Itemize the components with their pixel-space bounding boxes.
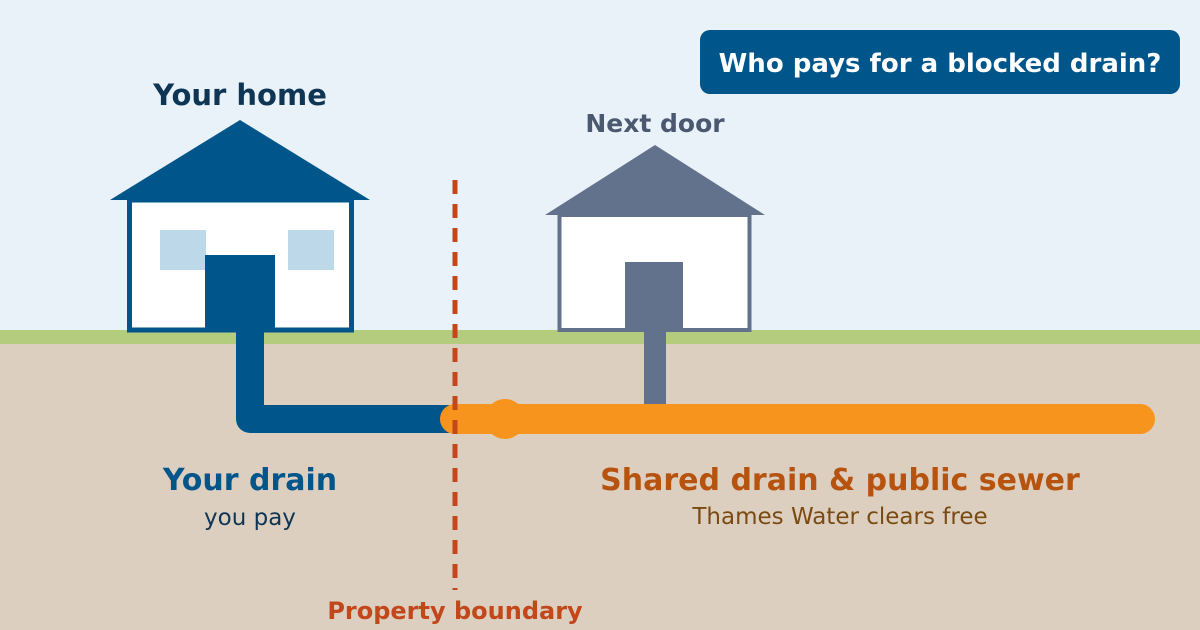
ground — [0, 344, 1200, 630]
shared-drain-junction — [485, 399, 525, 439]
shared-zone-title: Shared drain & public sewer — [600, 463, 1080, 498]
your-home: Your home — [110, 78, 370, 333]
neighbour-home-roof — [545, 145, 765, 215]
your-home-window-left — [160, 230, 206, 270]
title-badge: Who pays for a blocked drain? — [700, 30, 1180, 94]
neighbour-home: Next door — [545, 109, 765, 332]
your-home-roof — [110, 120, 370, 200]
shared-zone-subtitle: Thames Water clears free — [691, 504, 987, 530]
neighbour-home-label: Next door — [585, 109, 725, 138]
your-home-door — [205, 255, 275, 331]
grass-strip — [0, 330, 1200, 344]
private-zone-subtitle: you pay — [204, 505, 296, 531]
neighbour-home-door — [625, 262, 683, 331]
neighbour-drain-pipe — [644, 331, 666, 411]
your-home-label: Your home — [152, 78, 327, 112]
your-home-window-right — [288, 230, 334, 270]
title-text: Who pays for a blocked drain? — [719, 49, 1162, 79]
property-boundary-label: Property boundary — [327, 597, 583, 625]
title-badge-bg — [700, 30, 1180, 94]
private-drain-pipe — [236, 317, 469, 433]
private-zone-title: Your drain — [162, 463, 337, 498]
